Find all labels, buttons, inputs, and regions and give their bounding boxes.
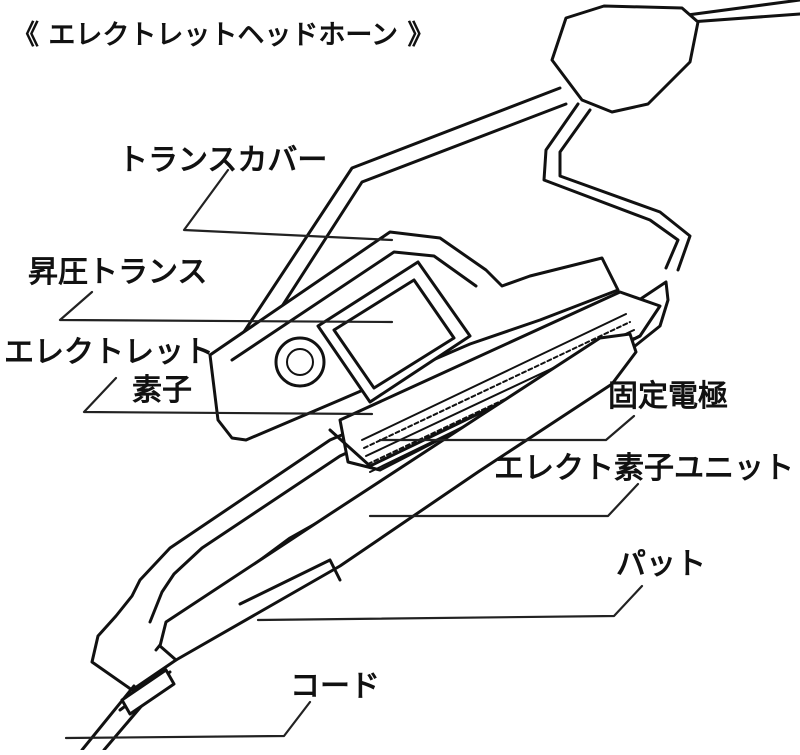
leader-electret-unit xyxy=(368,482,640,518)
label-fixed-electrode: 固定電極 xyxy=(608,379,728,414)
headband-arm-outer xyxy=(230,86,562,352)
transformer-core-inner xyxy=(332,278,456,390)
leader-pad xyxy=(256,584,644,622)
cord xyxy=(80,668,176,752)
transformer-cover-inner xyxy=(230,250,478,362)
leader-lines xyxy=(58,168,644,740)
leader-trans-cover xyxy=(182,168,394,242)
headband-arm-inner xyxy=(248,102,568,358)
leader-fixed-electrode xyxy=(378,414,636,442)
headband-rear-loop-outer xyxy=(542,102,680,270)
label-electret-element-line1: エレクトレット xyxy=(4,335,214,370)
ear-pad xyxy=(158,332,638,662)
headband-wire-top xyxy=(678,0,800,18)
label-step-up-transformer: 昇圧トランス xyxy=(28,255,207,290)
transformer-coil-round xyxy=(274,336,326,388)
step-up-transformer-shape xyxy=(274,260,472,404)
headband-wire-bottom xyxy=(688,12,800,24)
transformer-coil-hole xyxy=(286,348,314,376)
leader-cord xyxy=(64,700,312,740)
leader-step-up-transformer xyxy=(58,290,394,324)
label-trans-cover: トランスカバー xyxy=(118,143,327,178)
ear-pad-shape xyxy=(158,332,638,662)
label-cord: コード xyxy=(290,669,380,704)
label-electret-element-line2: 素子 xyxy=(132,373,192,408)
cord-bushing xyxy=(120,668,176,716)
diagram-title: 《 エレクトレットヘッドホーン 》 xyxy=(12,20,434,51)
leader-electret-element xyxy=(82,376,374,416)
ear-pad-fold xyxy=(238,558,342,606)
label-electret-unit: エレクト素子ユニット xyxy=(494,451,794,486)
headband-rear-loop-inner xyxy=(558,108,692,272)
headband-clamp xyxy=(550,4,700,114)
headband xyxy=(230,0,800,358)
label-pad: パット xyxy=(616,547,706,582)
